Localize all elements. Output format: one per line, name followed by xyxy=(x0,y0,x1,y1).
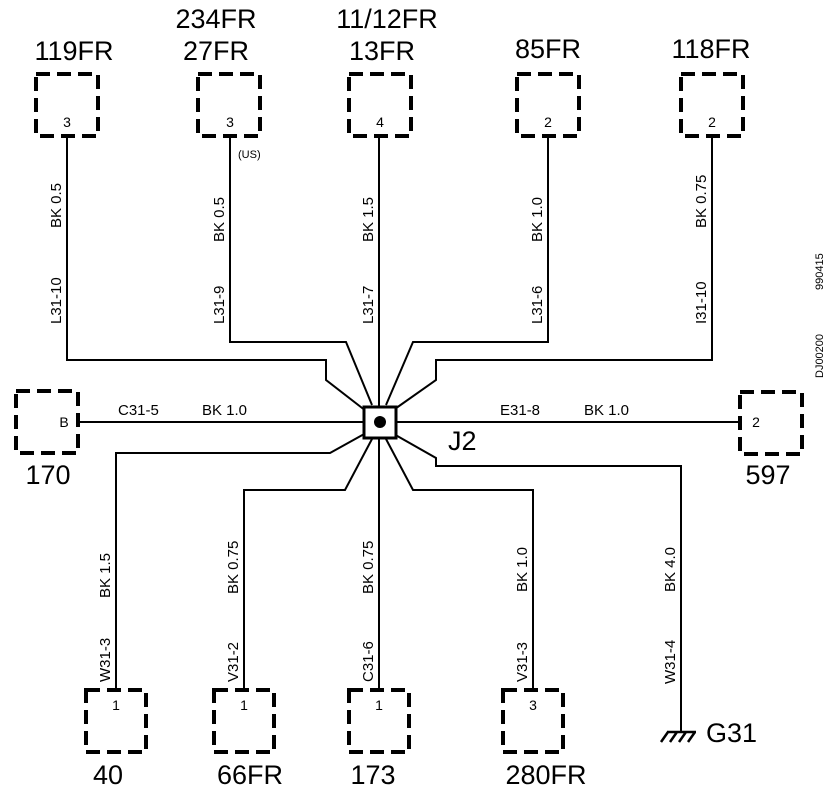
splice-label: J2 xyxy=(448,426,477,456)
pin-label: 2 xyxy=(544,114,552,130)
wire-spec-label: BK 1.5 xyxy=(360,197,377,242)
connector-40: 1 40 xyxy=(84,688,148,790)
connector-label: 119FR xyxy=(34,36,113,66)
pin-label: 1 xyxy=(375,697,383,713)
wire-circuit-label: E31-8 xyxy=(500,402,540,419)
connector-box xyxy=(515,72,581,138)
connector-66fr: 1 66FR xyxy=(212,688,283,790)
wire-labels-horizontal: C31-5 BK 1.0 E31-8 BK 1.0 xyxy=(118,402,629,419)
wire-circuit-label: W31-4 xyxy=(662,640,679,684)
pin-label: 1 xyxy=(112,697,120,713)
wire-circuit-label: L31-10 xyxy=(48,277,65,324)
wire-spec-label: BK 0.75 xyxy=(360,541,377,594)
wire-circuit-label: I31-10 xyxy=(693,281,710,324)
wire-circuit-label: L31-7 xyxy=(360,286,377,324)
connector-label-top: 234FR xyxy=(175,4,256,34)
pin-label: 4 xyxy=(376,114,384,130)
wire-circuit-label: W31-3 xyxy=(97,638,114,682)
splice-j2: J2 xyxy=(362,405,477,456)
connector-label-top: 11/12FR xyxy=(336,4,438,34)
wire-spec-label: BK 1.5 xyxy=(97,553,114,598)
connector-label: 13FR xyxy=(349,36,415,66)
connector-280fr: 3 280FR xyxy=(501,688,587,790)
side-code-2: DJ00200 xyxy=(814,334,826,378)
pin-label: 1 xyxy=(240,697,248,713)
wire-g31 xyxy=(391,432,682,732)
wire-spec-label: BK 0.75 xyxy=(225,541,242,594)
pin-label: 3 xyxy=(63,114,71,130)
connector-box xyxy=(84,688,148,754)
wire-circuit-label: L31-9 xyxy=(211,286,228,324)
connector-85fr: 85FR 2 xyxy=(515,34,581,138)
pin-label: B xyxy=(59,414,68,430)
connector-label: 173 xyxy=(350,760,395,790)
pin-label: 3 xyxy=(529,697,537,713)
wire-circuit-label: V31-3 xyxy=(514,642,531,682)
pin-label: 2 xyxy=(708,114,716,130)
connector-label: 27FR xyxy=(183,36,249,66)
wire-spec-label: BK 4.0 xyxy=(662,547,679,592)
wire-labels-lower: W31-3 BK 1.5 V31-2 BK 0.75 C31-6 BK 0.75… xyxy=(97,541,679,684)
wire-27fr xyxy=(229,136,373,406)
connector-119fr: 119FR 3 xyxy=(34,36,114,138)
connector-box xyxy=(679,72,745,138)
splice-dot xyxy=(374,416,386,428)
connector-label: 597 xyxy=(745,460,790,490)
wire-spec-label: BK 1.0 xyxy=(202,402,247,419)
connector-label: 280FR xyxy=(505,760,586,790)
connector-label: 66FR xyxy=(217,760,283,790)
wire-spec-label: BK 1.0 xyxy=(514,547,531,592)
connector-label: 118FR xyxy=(671,34,750,64)
pin-label: 2 xyxy=(752,414,760,430)
connector-box xyxy=(347,72,413,138)
region-note: (US) xyxy=(238,149,261,161)
wire-labels-upper: L31-10 BK 0.5 L31-9 BK 0.5 L31-7 BK 1.5 … xyxy=(48,175,710,324)
side-codes: 990415 DJ00200 xyxy=(814,253,826,378)
connector-box xyxy=(212,688,276,754)
connector-173: 1 173 xyxy=(347,688,411,790)
connector-box xyxy=(14,389,80,455)
ground-g31: G31 xyxy=(659,718,757,748)
wire-circuit-label: L31-6 xyxy=(529,286,546,324)
side-code-1: 990415 xyxy=(814,253,826,290)
wire-85fr xyxy=(385,136,549,406)
wire-circuit-label: V31-2 xyxy=(225,642,242,682)
wire-circuit-label: C31-6 xyxy=(360,641,377,682)
wire-40 xyxy=(115,432,367,690)
wire-spec-label: BK 0.75 xyxy=(693,175,710,228)
wire-66fr xyxy=(243,438,373,690)
connector-label: 85FR xyxy=(515,34,581,64)
connector-label: 40 xyxy=(93,760,123,790)
wire-spec-label: BK 1.0 xyxy=(584,402,629,419)
connector-box xyxy=(501,688,565,754)
connector-13fr: 11/12FR 13FR 4 xyxy=(336,4,438,138)
wire-118fr xyxy=(391,136,713,412)
wire-280fr xyxy=(385,438,534,690)
wire-119fr xyxy=(66,136,367,412)
connector-box xyxy=(347,688,411,754)
connector-box xyxy=(738,390,804,456)
wire-circuit-label: C31-5 xyxy=(118,402,159,419)
pin-label: 3 xyxy=(226,114,234,130)
wires xyxy=(66,136,738,732)
connector-170: B 170 xyxy=(14,389,80,490)
ground-label: G31 xyxy=(706,718,757,748)
wire-spec-label: BK 0.5 xyxy=(211,197,228,242)
connector-118fr: 118FR 2 xyxy=(671,34,751,138)
connector-27fr: 234FR 27FR 3 (US) xyxy=(175,4,262,161)
connector-box xyxy=(196,72,262,138)
wire-spec-label: BK 1.0 xyxy=(529,197,546,242)
connector-597: 2 597 xyxy=(738,390,804,490)
connector-label: 170 xyxy=(25,460,70,490)
ground-icon xyxy=(659,730,697,743)
wire-spec-label: BK 0.5 xyxy=(48,183,65,228)
connector-box xyxy=(34,72,100,138)
